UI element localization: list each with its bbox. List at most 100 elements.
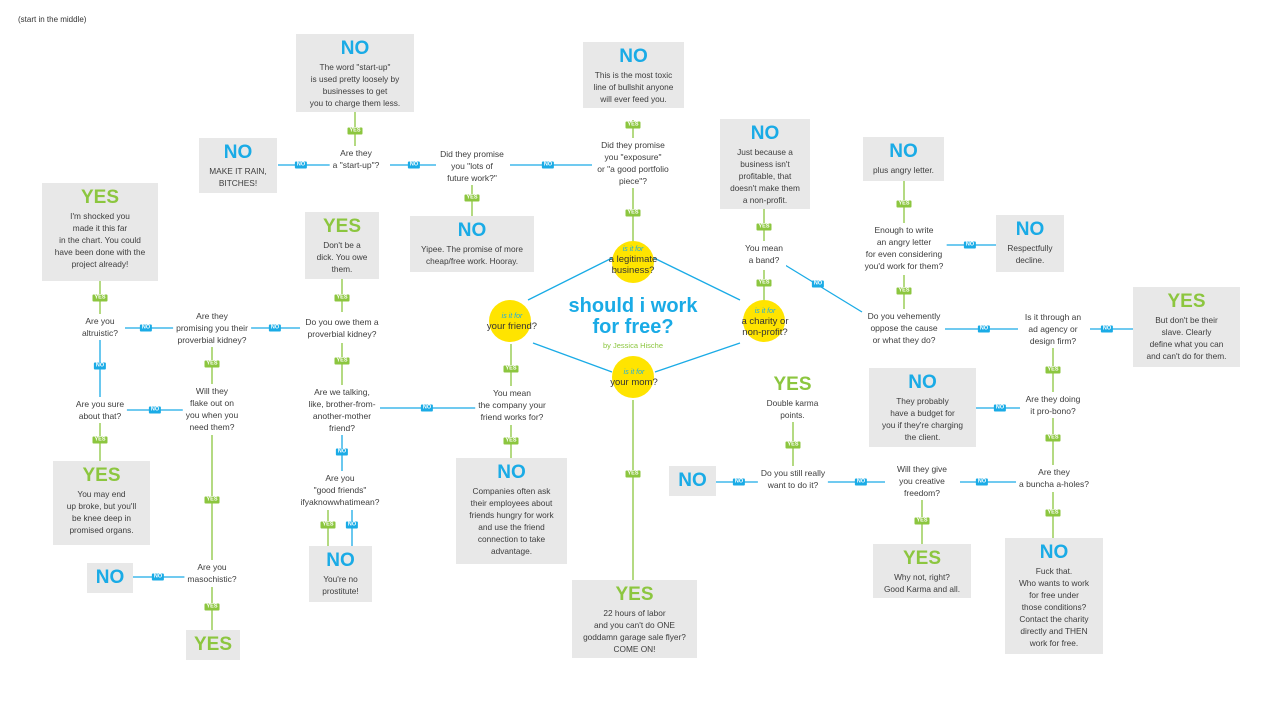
question-angry-letter: Enough to write an angry letter for even… (861, 223, 947, 273)
answer-band-no: NO Just because a business isn't profita… (720, 119, 810, 209)
question-oppose: Do you vehemently oppose the cause or wh… (864, 309, 944, 347)
chart-title: should i work for free? (568, 295, 698, 338)
question-band: You mean a band? (742, 241, 786, 267)
legit-highlight (612, 241, 654, 283)
answer-fuck-no: NO Fuck that. Who wants to work for free… (1005, 538, 1103, 654)
answer-broke-yes: YES You may end up broke, but you'll be … (53, 461, 150, 545)
answer-future-no: NO Yipee. The promise of more cheap/free… (410, 216, 534, 272)
question-probono: Are they doing it pro-bono? (1022, 392, 1084, 418)
center-question-legit: is it for a legitimate business? (609, 245, 658, 276)
answer-angry-no: NO plus angry letter. (863, 137, 944, 181)
question-aholes: Are they a buncha a-holes? (1016, 465, 1092, 491)
question-kidney-promise: Are they promising you their proverbial … (173, 309, 251, 347)
edge-label-yes: YES (1045, 366, 1061, 374)
mom-highlight (612, 356, 654, 398)
edge-label-yes: YES (347, 127, 363, 135)
edge-label-yes: YES (1045, 509, 1061, 517)
edge-label-yes: YES (334, 357, 350, 365)
edge-label-yes: YES (756, 279, 772, 287)
friend-highlight (489, 300, 531, 342)
answer-dick-yes: YES Don't be a dick. You owe them. (305, 212, 379, 279)
answer-companies-no: NO Companies often ask their employees a… (456, 458, 567, 564)
edge-label-no: NO (811, 280, 825, 288)
center-question-charity: is it for a charity or non-profit? (742, 307, 789, 338)
edge-label-no: NO (294, 161, 308, 169)
answer-karma-yes: YES Double karma points. (757, 370, 828, 422)
question-startup: Are they a "start-up"? (329, 146, 383, 172)
answer-verdict: YES (1167, 291, 1206, 312)
edge-label-no: NO (148, 406, 162, 414)
answer-text: Just because a business isn't profitable… (730, 147, 800, 205)
answer-slave-yes: YES But don't be their slave. Clearly de… (1133, 287, 1240, 367)
answer-text: Don't be a dick. You owe them. (316, 240, 368, 274)
edge-label-no: NO (541, 161, 555, 169)
question-prefix: is it for (754, 308, 776, 315)
answer-verdict: NO (750, 123, 780, 144)
answer-verdict: NO (223, 142, 253, 163)
answer-stillwant-no: NO (669, 466, 716, 496)
answer-rain-no: NO MAKE IT RAIN, BITCHES! (199, 138, 277, 193)
answer-verdict: YES (902, 548, 942, 569)
answer-verdict: NO (889, 141, 918, 162)
start-hint: (start in the middle) (18, 15, 87, 24)
edge-label-no: NO (139, 324, 153, 332)
edge-label-yes: YES (503, 365, 519, 373)
question-good-friends: Are you "good friends" ifyaknowwhatimean… (297, 471, 383, 509)
answer-verdict: NO (1015, 219, 1045, 240)
answer-exposure-no: NO This is the most toxic line of bullsh… (583, 42, 684, 108)
answer-why-yes: YES Why not, right? Good Karma and all. (873, 544, 971, 598)
question-agency: Is it through an ad agency or design fir… (1021, 310, 1085, 348)
edge-label-yes: YES (896, 287, 912, 295)
edge-label-no: NO (975, 478, 989, 486)
edge-label-yes: YES (896, 200, 912, 208)
answer-maso-yes: YES (186, 630, 240, 660)
answer-text: Double karma points. (766, 398, 819, 420)
answer-verdict: YES (82, 465, 121, 486)
answer-verdict: YES (193, 634, 233, 655)
edge-label-yes: YES (204, 360, 220, 368)
center-question-friend: is it for your friend? (487, 312, 537, 332)
answer-text: But don't be their slave. Clearly define… (1146, 315, 1227, 361)
answer-verdict: NO (497, 462, 526, 483)
question-company-friend: You mean the company your friend works f… (475, 386, 549, 424)
answer-mom-yes: YES 22 hours of labor and you can't do O… (572, 580, 697, 658)
answer-text: You may end up broke, but you'll be knee… (66, 489, 137, 535)
answer-verdict: NO (619, 46, 648, 67)
answer-text: Why not, right? Good Karma and all. (883, 572, 961, 594)
edge-label-yes: YES (503, 437, 519, 445)
center-question-mom: is it for your mom? (610, 368, 658, 388)
answer-shocked-yes: YES I'm shocked you made it this far in … (42, 183, 158, 281)
edge-label-yes: YES (625, 121, 641, 129)
answer-verdict: YES (773, 374, 812, 395)
edge-label-no: NO (93, 362, 107, 370)
answer-verdict: NO (908, 372, 937, 393)
question-creative: Will they give you creative freedom? (893, 462, 951, 500)
edge-label-yes: YES (92, 294, 108, 302)
edge-label-no: NO (1100, 325, 1114, 333)
question-brother: Are we talking, like, brother-from- anot… (305, 385, 379, 435)
answer-verdict: NO (678, 470, 707, 491)
question-text: a legitimate business? (608, 254, 658, 276)
connector-no (653, 257, 741, 301)
answer-text: MAKE IT RAIN, BITCHES! (209, 166, 267, 188)
answer-startup-no: NO The word "start-up" is used pretty lo… (296, 34, 414, 112)
connector-no (784, 264, 863, 313)
edge-label-yes: YES (625, 209, 641, 217)
answer-prostitute-no: NO You're no prostitute! (309, 546, 372, 602)
answer-text: You're no prostitute! (322, 574, 359, 596)
edge-label-no: NO (268, 324, 282, 332)
question-prefix: is it for (622, 246, 644, 253)
edge-label-yes: YES (204, 496, 220, 504)
edge-label-yes: YES (625, 470, 641, 478)
edge-label-yes: YES (1045, 434, 1061, 442)
answer-verdict: YES (80, 187, 120, 208)
answer-verdict: NO (457, 220, 487, 241)
answer-text: They probably have a budget for you if t… (882, 396, 963, 442)
edge-label-no: NO (345, 521, 359, 529)
question-text: your friend? (486, 321, 538, 332)
edge-label-no: NO (407, 161, 421, 169)
answer-decline-no: NO Respectfully decline. (996, 215, 1064, 272)
answer-verdict: NO (340, 38, 370, 59)
answer-verdict: YES (322, 216, 362, 237)
edge-label-yes: YES (320, 521, 336, 529)
